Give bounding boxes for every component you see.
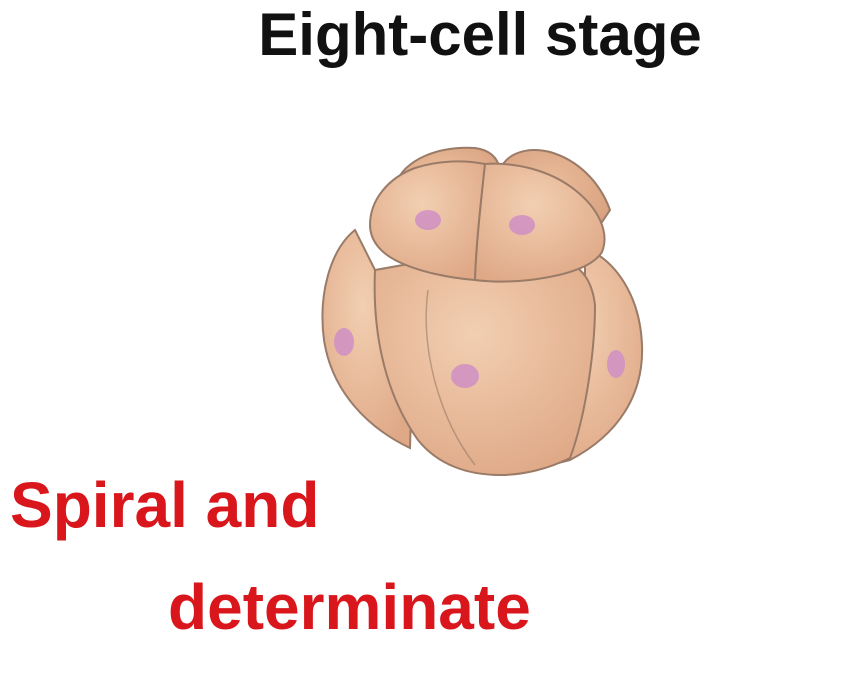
nucleus	[415, 210, 441, 230]
eight-cell-embryo-illustration	[321, 146, 644, 477]
cell-top-right	[473, 162, 606, 283]
nucleus	[334, 328, 354, 356]
caption-line-2: determinate	[168, 571, 531, 643]
cell-seam	[425, 289, 476, 466]
nucleus	[607, 350, 625, 378]
caption-line-1: Spiral and	[10, 469, 320, 541]
nucleus	[451, 364, 479, 388]
nucleus	[509, 215, 535, 235]
diagram-title: Eight-cell stage	[258, 1, 702, 68]
